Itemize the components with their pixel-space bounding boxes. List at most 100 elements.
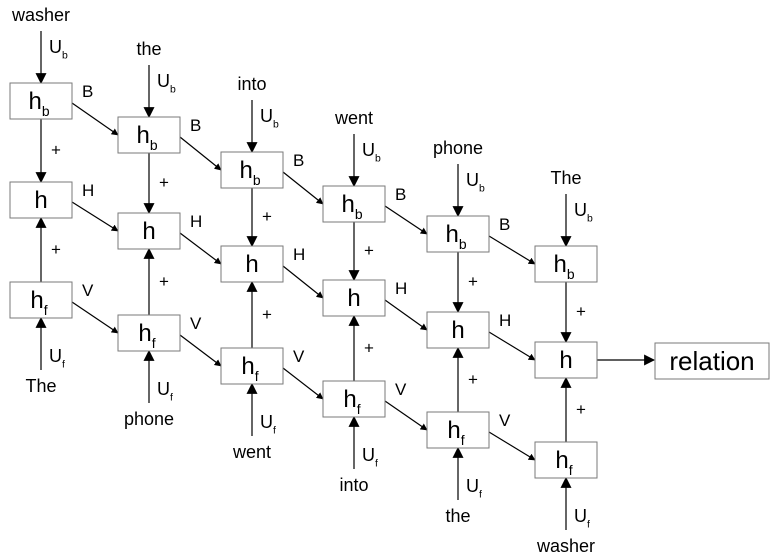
h-node-2 bbox=[117, 212, 181, 250]
h-label-6: h bbox=[559, 347, 572, 374]
hb-label-4: hb bbox=[341, 191, 362, 222]
plus-top-1: + bbox=[51, 141, 61, 160]
h-edge-label-3: H bbox=[293, 245, 305, 264]
ub-label-3: Ub bbox=[260, 106, 279, 130]
h-edge-label-2: H bbox=[190, 212, 202, 231]
v-edge-arrow-4 bbox=[384, 400, 428, 431]
h-edge-label-5: H bbox=[499, 311, 511, 330]
h-label-5: h bbox=[451, 317, 464, 344]
h-edge-label-1: H bbox=[82, 181, 94, 200]
uf-label-2: Uf bbox=[157, 379, 173, 403]
h-edge-arrow-5 bbox=[488, 331, 536, 361]
hb-node-6 bbox=[534, 245, 598, 283]
plus-bottom-3: + bbox=[262, 305, 272, 324]
hf-label-5: hf bbox=[447, 417, 464, 448]
b-edge-arrow-4 bbox=[384, 205, 428, 235]
h-node-3 bbox=[220, 245, 284, 283]
plus-bottom-2: + bbox=[159, 272, 169, 291]
hf-label-3: hf bbox=[241, 353, 258, 384]
hb-node-2 bbox=[117, 116, 181, 154]
hb-label-3: hb bbox=[239, 157, 260, 188]
backward-input-word-5: phone bbox=[433, 138, 483, 158]
b-edge-label-1: B bbox=[82, 82, 93, 101]
v-edge-arrow-5 bbox=[488, 431, 536, 461]
hf-node-2 bbox=[117, 314, 181, 352]
relation-label: relation bbox=[669, 346, 754, 376]
h-edge-arrow-4 bbox=[384, 299, 428, 331]
plus-top-6: + bbox=[576, 302, 586, 321]
v-edge-arrow-2 bbox=[179, 334, 222, 367]
uf-label-3: Uf bbox=[260, 412, 276, 436]
hf-label-4: hf bbox=[343, 386, 360, 417]
hb-node-5 bbox=[426, 215, 490, 253]
b-edge-arrow-5 bbox=[488, 235, 536, 265]
h-label-1: h bbox=[34, 187, 47, 214]
h-node-1 bbox=[9, 181, 73, 219]
uf-label-1: Uf bbox=[49, 346, 65, 370]
h-node-5 bbox=[426, 311, 490, 349]
v-edge-arrow-3 bbox=[282, 367, 324, 400]
hf-node-3 bbox=[220, 347, 284, 385]
plus-bottom-5: + bbox=[468, 370, 478, 389]
edges-layer bbox=[35, 31, 656, 530]
plus-top-2: + bbox=[159, 173, 169, 192]
plus-top-4: + bbox=[364, 241, 374, 260]
plus-top-3: + bbox=[262, 207, 272, 226]
b-edge-label-5: B bbox=[499, 215, 510, 234]
hb-label-1: hb bbox=[28, 88, 49, 119]
ub-label-4: Ub bbox=[362, 140, 381, 164]
hb-label-6: hb bbox=[553, 251, 574, 282]
h-node-4 bbox=[322, 279, 386, 317]
v-edge-label-4: V bbox=[395, 380, 407, 399]
backward-input-word-3: into bbox=[237, 74, 266, 94]
plus-bottom-4: + bbox=[364, 339, 374, 358]
relation-box bbox=[654, 342, 770, 380]
h-label-2: h bbox=[142, 218, 155, 245]
forward-input-word-6: washer bbox=[536, 536, 595, 555]
b-edge-label-2: B bbox=[190, 116, 201, 135]
v-edge-label-2: V bbox=[190, 314, 202, 333]
backward-input-word-2: the bbox=[136, 39, 161, 59]
hb-node-4 bbox=[322, 185, 386, 223]
uf-label-6: Uf bbox=[574, 506, 590, 530]
hb-label-2: hb bbox=[136, 122, 157, 153]
h-edge-arrow-3 bbox=[282, 265, 324, 299]
plus-bottom-1: + bbox=[51, 240, 61, 259]
hf-node-5 bbox=[426, 411, 490, 449]
hf-label-1: hf bbox=[30, 287, 47, 318]
v-edge-label-5: V bbox=[499, 411, 511, 430]
v-edge-label-3: V bbox=[293, 347, 305, 366]
plus-top-5: + bbox=[468, 272, 478, 291]
hb-node-3 bbox=[220, 151, 284, 189]
texts-layer: hbhhfwasherUbTheUf++BHVhbhhftheUbphoneUf… bbox=[11, 5, 755, 555]
forward-input-word-1: The bbox=[25, 376, 56, 396]
hf-label-2: hf bbox=[138, 320, 155, 351]
forward-input-word-5: the bbox=[445, 506, 470, 526]
h-label-4: h bbox=[347, 285, 360, 312]
ub-label-1: Ub bbox=[49, 37, 68, 61]
h-edge-arrow-1 bbox=[71, 201, 119, 232]
ub-label-5: Ub bbox=[466, 170, 485, 194]
h-label-3: h bbox=[245, 251, 258, 278]
backward-input-word-4: went bbox=[334, 108, 373, 128]
ub-label-6: Ub bbox=[574, 200, 593, 224]
hb-label-5: hb bbox=[445, 221, 466, 252]
h-node-6 bbox=[534, 341, 598, 379]
nodes-layer bbox=[9, 82, 770, 479]
h-edge-arrow-2 bbox=[179, 232, 222, 265]
forward-input-word-3: went bbox=[232, 442, 271, 462]
h-edge-label-4: H bbox=[395, 279, 407, 298]
hf-node-6 bbox=[534, 441, 598, 479]
backward-input-word-6: The bbox=[550, 168, 581, 188]
b-edge-label-3: B bbox=[293, 151, 304, 170]
uf-label-5: Uf bbox=[466, 476, 482, 500]
hf-label-6: hf bbox=[555, 447, 572, 478]
ub-label-2: Ub bbox=[157, 71, 176, 95]
forward-input-word-4: into bbox=[339, 475, 368, 495]
b-edge-arrow-2 bbox=[179, 136, 222, 171]
b-edge-arrow-3 bbox=[282, 171, 324, 205]
v-edge-arrow-1 bbox=[71, 301, 119, 334]
v-edge-label-1: V bbox=[82, 281, 94, 300]
plus-bottom-6: + bbox=[576, 400, 586, 419]
